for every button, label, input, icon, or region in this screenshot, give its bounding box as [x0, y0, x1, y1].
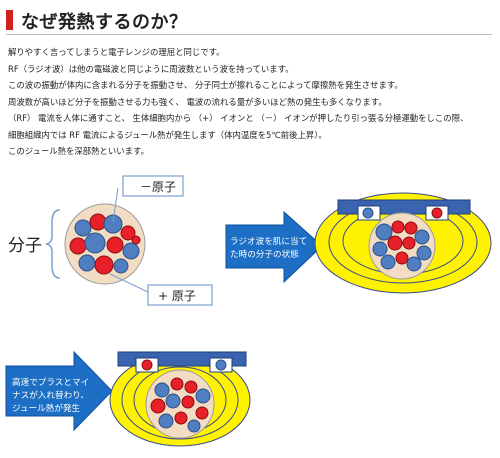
minus-atom-label: －原子: [140, 180, 176, 194]
paragraph-line: この波の振動が体内に含まれる分子を振動させ、 分子同士が擦れることによって摩擦熱…: [8, 80, 403, 90]
explanation-paragraph: 解りやすく言ってしまうと電子レンジの理屈と同じです。 RF（ラジオ波）は他の電磁…: [8, 44, 494, 160]
paragraph-line: 解りやすく言ってしまうと電子レンジの理屈と同じです。: [8, 47, 225, 57]
paragraph-line: 細胞組織内では RF 電流によるジュール熱が発生します（体内温度を5℃前後上昇）…: [8, 129, 327, 140]
arrow-1: [225, 210, 323, 284]
heated-molecule-atoms-bottom: [150, 377, 211, 433]
heated-molecule-atoms: [372, 220, 432, 272]
arrow-2-text: 高速でプラスとマイ ナスが入れ替わり、 ジュール熱が発生: [12, 376, 92, 414]
paragraph-line: RF（ラジオ波）は他の電磁波と同じように周波数という波を持っています。: [8, 63, 294, 74]
paragraph-line: （RF） 電流を人体に通すこと、 生体細胞内から （+） イオンと （－） イオ…: [8, 113, 469, 123]
molecule-label: 分子: [8, 236, 42, 256]
paragraph-line: このジュール熱を深部熱といいます。: [8, 146, 149, 156]
arrow-2: [5, 350, 113, 432]
arrow-1-text: ラジオ波を肌に当て た時の分子の状態: [230, 235, 310, 260]
title-section: なぜ発熱するのか？: [6, 6, 492, 35]
title-accent-bar: [6, 10, 13, 30]
plus-atom-box: [147, 284, 213, 306]
molecule-atoms: [69, 213, 141, 275]
plus-atom-label: + 原子: [158, 289, 196, 303]
paragraph-line: 周波数が高いほど分子を振動させる力も強く、 電波の流れる量が多いほど熱の発生も多…: [8, 96, 387, 107]
brace-icon: [45, 209, 61, 279]
page-title: なぜ発熱するのか？: [21, 12, 188, 33]
minus-atom-box: [122, 175, 184, 197]
